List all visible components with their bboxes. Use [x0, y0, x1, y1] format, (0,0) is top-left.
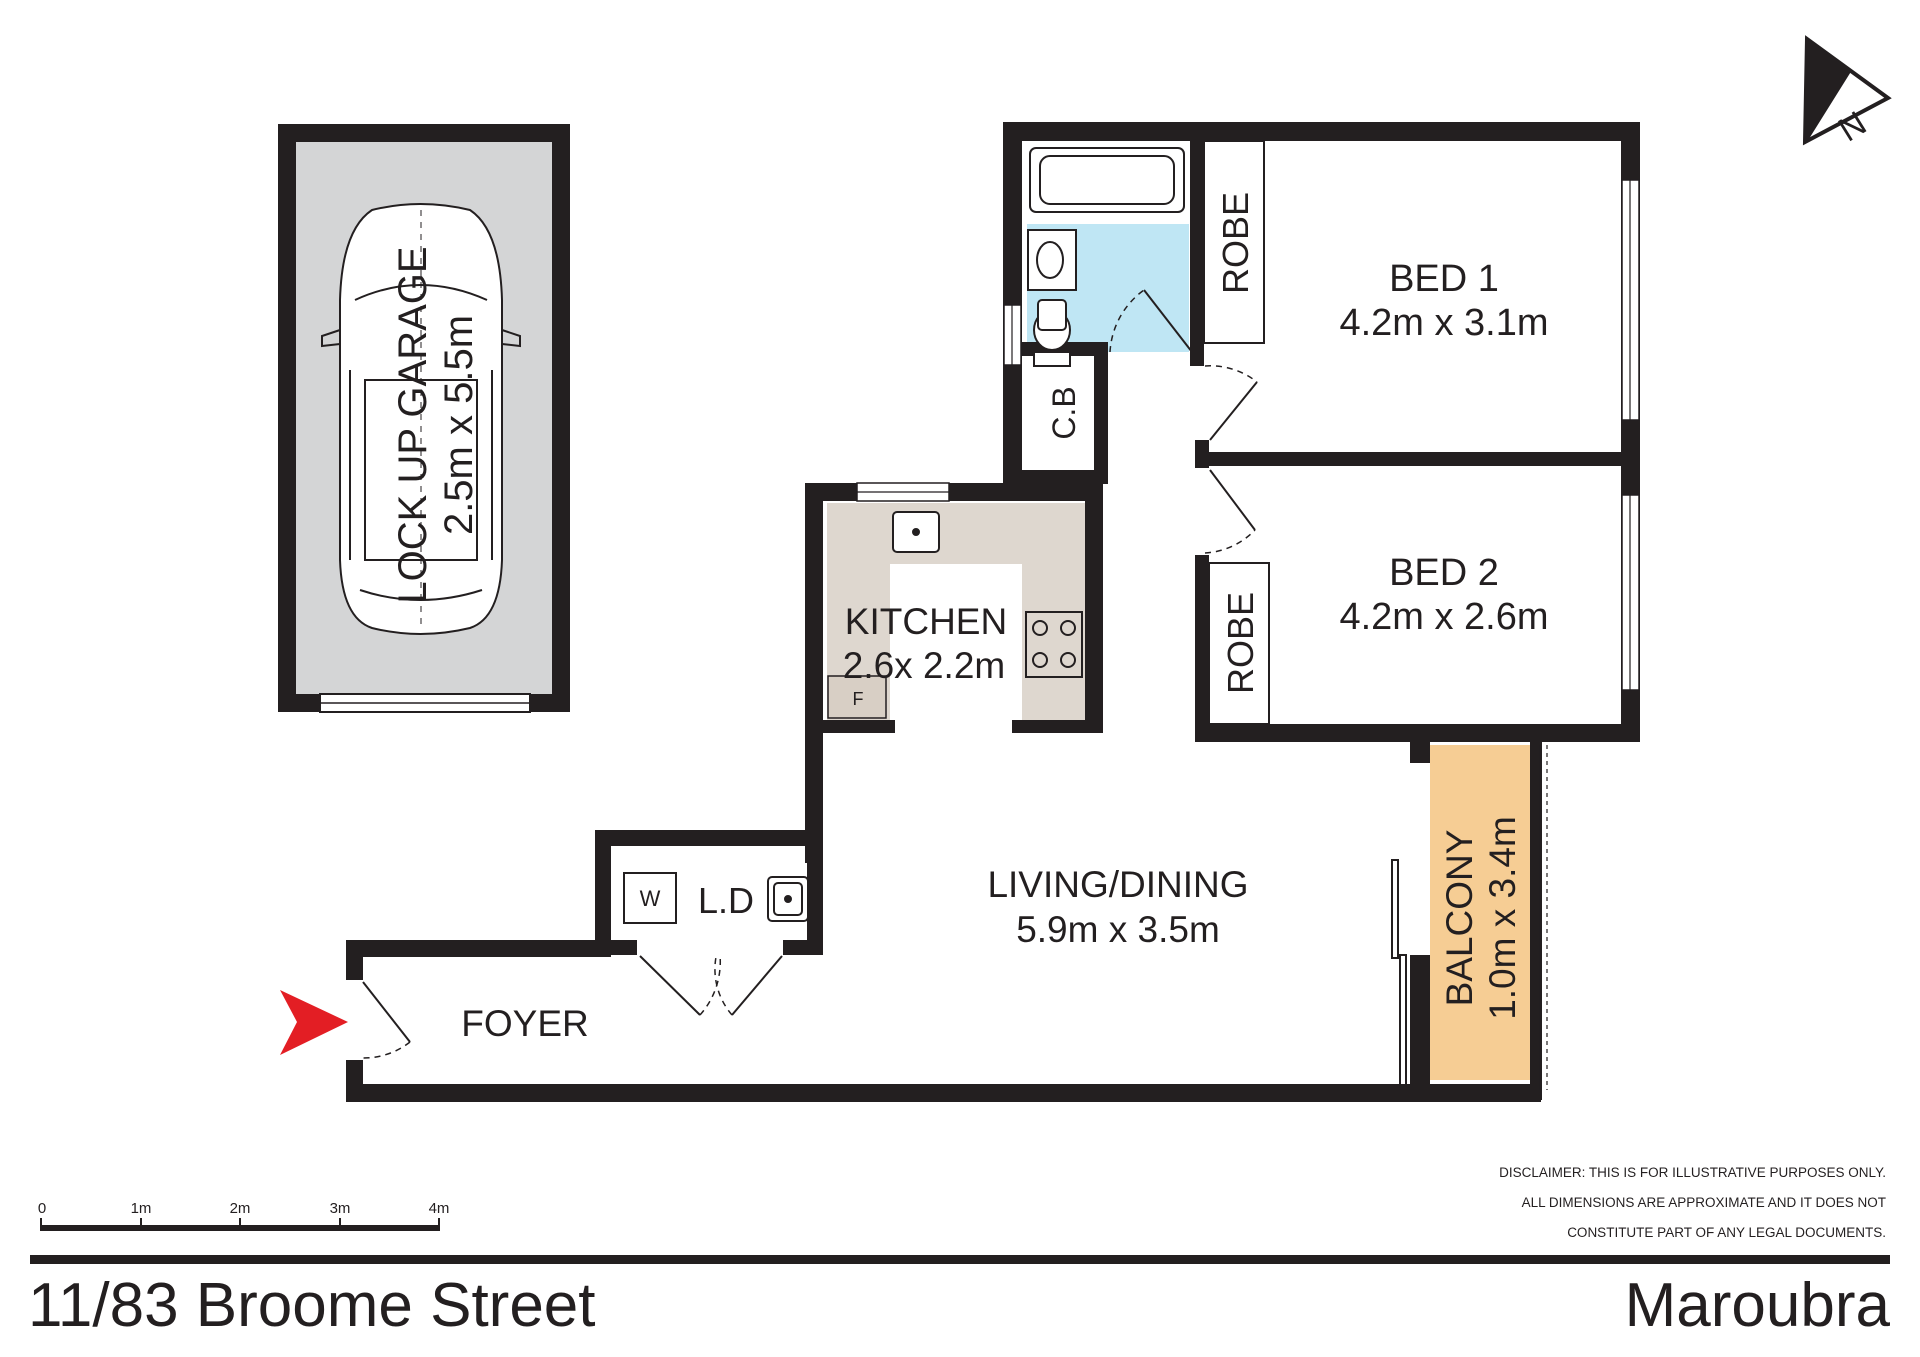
bed2-size: 4.2m x 2.6m — [1339, 596, 1548, 638]
scale-tick: 1m — [131, 1200, 152, 1217]
bathtub-icon — [1029, 147, 1185, 213]
scale-tick: 0 — [38, 1200, 46, 1217]
fridge-label: F — [853, 689, 864, 709]
foyer-label: FOYER — [461, 1003, 588, 1044]
property-address: 11/83 Broome Street — [28, 1271, 596, 1340]
kitchen-name: KITCHEN — [845, 601, 1007, 642]
sink-icon — [892, 511, 940, 553]
north-arrow-icon — [1802, 35, 1892, 146]
laundry-tub-icon — [767, 876, 809, 922]
scale-tick: 2m — [230, 1200, 251, 1217]
bed1-name: BED 1 — [1389, 258, 1499, 300]
robe-1 — [1203, 140, 1265, 344]
living-name: LIVING/DINING — [987, 864, 1248, 905]
disclaimer-line: DISCLAIMER: THIS IS FOR ILLUSTRATIVE PUR… — [1499, 1165, 1886, 1180]
cb-label: C.B — [1046, 386, 1082, 439]
toilet-icon — [1033, 299, 1071, 367]
bed1-size: 4.2m x 3.1m — [1339, 302, 1548, 344]
scale-tick: 3m — [330, 1200, 351, 1217]
entry-arrow-icon — [280, 990, 348, 1055]
disclaimer-line: ALL DIMENSIONS ARE APPROXIMATE AND IT DO… — [1521, 1195, 1886, 1210]
balcony-name: BALCONY — [1439, 830, 1480, 1007]
robe1-label: ROBE — [1215, 192, 1256, 294]
garage — [278, 124, 570, 713]
living-size: 5.9m x 3.5m — [1016, 909, 1220, 950]
footer-rule — [30, 1255, 1890, 1264]
washer-icon — [623, 872, 677, 924]
garage-size: 2.5m x 5.5m — [437, 315, 481, 535]
scale-bar: 0 1m 2m 3m 4m — [38, 1200, 450, 1231]
bed2-name: BED 2 — [1389, 552, 1499, 594]
kitchen-size: 2.6x 2.2m — [843, 645, 1005, 686]
washer-label: W — [640, 886, 661, 911]
cooktop-icon — [1025, 611, 1083, 678]
laundry-label: L.D — [698, 880, 754, 921]
garage-name: LOCK UP GARAGE — [391, 246, 435, 603]
balcony-size: 1.0m x 3.4m — [1482, 816, 1523, 1020]
car-icon — [321, 203, 521, 635]
disclaimer-line: CONSTITUTE PART OF ANY LEGAL DOCUMENTS. — [1567, 1225, 1886, 1240]
fridge — [827, 675, 887, 719]
doors — [362, 289, 1407, 1086]
basin-icon — [1027, 229, 1077, 291]
robe2-label: ROBE — [1220, 592, 1261, 694]
property-suburb: Maroubra — [1624, 1271, 1890, 1340]
balcony-railing — [1539, 745, 1548, 1090]
disclaimer: DISCLAIMER: THIS IS FOR ILLUSTRATIVE PUR… — [1286, 1158, 1886, 1248]
scale-tick: 4m — [429, 1200, 450, 1217]
kitchen-benches — [827, 503, 1085, 720]
robe-2 — [1208, 562, 1270, 725]
balcony-floor — [1430, 745, 1530, 1080]
